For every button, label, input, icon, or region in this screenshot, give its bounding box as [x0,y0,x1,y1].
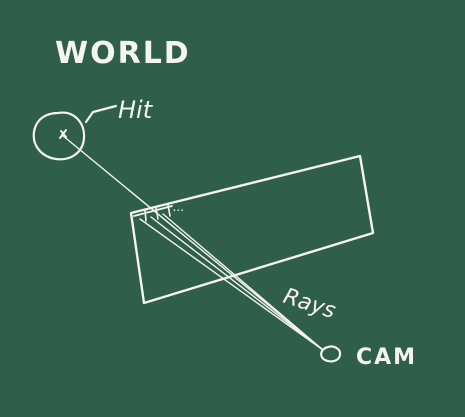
hit-point-marker [59,129,67,139]
hit-label: Hit [118,96,154,124]
rays [61,134,324,351]
world-label: WORLD [55,36,191,71]
camera-label: CAM [356,345,417,370]
rays-label: Rays [280,284,338,324]
pixel-dots: ... [173,200,184,214]
ray-1 [61,134,324,351]
ray-4 [162,213,324,351]
screen-rectangle [129,154,375,305]
hit-arrow-icon [84,104,118,124]
ray-3 [150,216,324,351]
camera-icon [320,345,342,363]
ray-2 [139,218,324,351]
world-sphere [32,111,86,161]
